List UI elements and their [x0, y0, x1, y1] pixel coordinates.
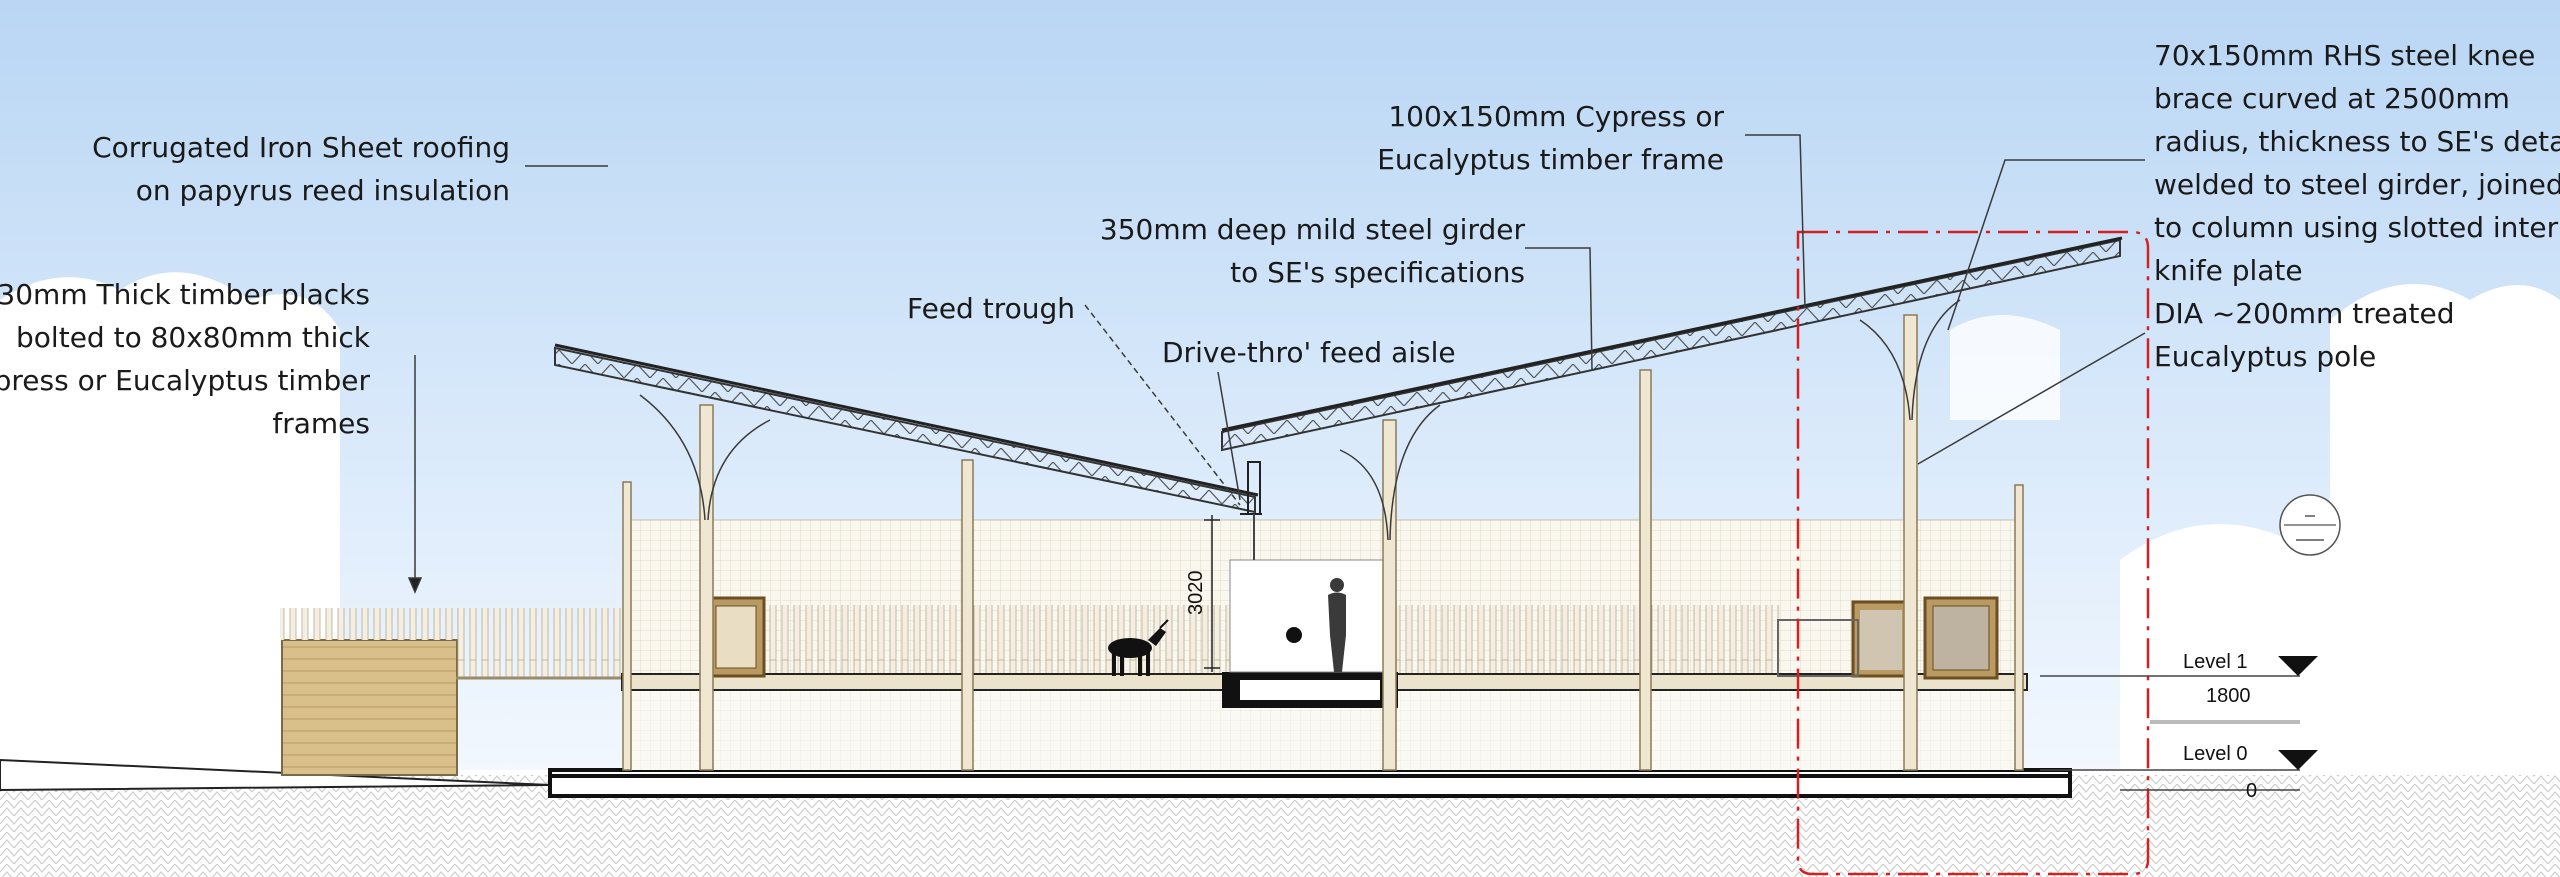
roofing-line-1: Corrugated Iron Sheet roofing [92, 131, 510, 164]
annotation-knee-brace: 70x150mm RHS steel knee brace curved at … [2154, 39, 2560, 287]
brace-line-6: knife plate [2154, 254, 2303, 287]
brace-line-4: welded to steel girder, joined [2154, 168, 2560, 201]
pole-line-2: Eucalyptus pole [2154, 340, 2376, 373]
foundation-slab [548, 768, 2072, 798]
goat-icon [1108, 619, 1169, 676]
placks-line-3: cypress or Eucalyptus timber [0, 364, 370, 397]
ground-slope [0, 758, 551, 792]
annotation-timber-frame: 100x150mm Cypress or Eucalyptus timber f… [1377, 100, 1724, 176]
pole-line-1: DIA ~200mm treated [2154, 297, 2454, 330]
annotation-roofing: Corrugated Iron Sheet roofing on papyrus… [92, 131, 510, 207]
knee-braces [639, 299, 1961, 541]
gate-right [1777, 619, 1859, 677]
placks-line-2: bolted to 80x80mm thick [16, 321, 371, 354]
section-marker-icon [2279, 494, 2341, 556]
frame-line-1: 100x150mm Cypress or [1388, 100, 1724, 133]
placks-line-4: frames [272, 407, 370, 440]
annotation-girder: 350mm deep mild steel girder to SE's spe… [1100, 213, 1526, 289]
roof-girder-left [554, 343, 1259, 514]
brace-line-5: to column using slotted internal [2154, 211, 2560, 244]
frame-line-2: Eucalyptus timber frame [1377, 143, 1724, 176]
annotation-pole: DIA ~200mm treated Eucalyptus pole [2154, 297, 2454, 373]
person-icon [1328, 578, 1346, 672]
placks-line-1: 30mm Thick timber placks [0, 278, 370, 311]
timber-ramp [280, 608, 625, 776]
brace-line-2: brace curved at 2500mm [2154, 82, 2510, 115]
roofing-line-2: on papyrus reed insulation [136, 174, 510, 207]
girder-line-2: to SE's specifications [1230, 256, 1525, 289]
level-1-label: Level 1 [2183, 651, 2248, 673]
leader-lines [407, 134, 2146, 594]
roof-girder-right [1221, 236, 2123, 452]
brace-line-1: 70x150mm RHS steel knee [2154, 39, 2535, 72]
dimension-3020: 3020 [1185, 515, 1220, 672]
annotation-timber-placks: 30mm Thick timber placks bolted to 80x80… [0, 278, 371, 440]
door-left [706, 596, 766, 678]
door-right-1 [1851, 600, 1911, 678]
level-marker-icon [2278, 656, 2318, 676]
girder-line-1: 350mm deep mild steel girder [1100, 213, 1526, 246]
timber-poles [622, 314, 2024, 771]
level-0-label: Level 0 [2183, 743, 2248, 765]
feed-ball [1286, 627, 1302, 643]
clouds [0, 272, 2560, 780]
brace-line-3: radius, thickness to SE's details; [2154, 125, 2560, 158]
feed-trough [1222, 559, 1398, 708]
dimension-value: 3020 [1185, 571, 1207, 616]
door-right-2 [1923, 596, 1999, 680]
level-1-marker: Level 1 1800 [2040, 651, 2318, 724]
level-0-value: 0 [2246, 780, 2257, 802]
section-boundary [1796, 230, 2150, 876]
annotation-feed-trough: Feed trough [907, 292, 1075, 325]
level-0-marker: Level 0 0 [2040, 743, 2318, 802]
level-marker-icon-0 [2278, 750, 2318, 770]
annotation-feed-aisle: Drive-thro' feed aisle [1162, 336, 1456, 369]
level-1-value: 1800 [2206, 685, 2251, 707]
